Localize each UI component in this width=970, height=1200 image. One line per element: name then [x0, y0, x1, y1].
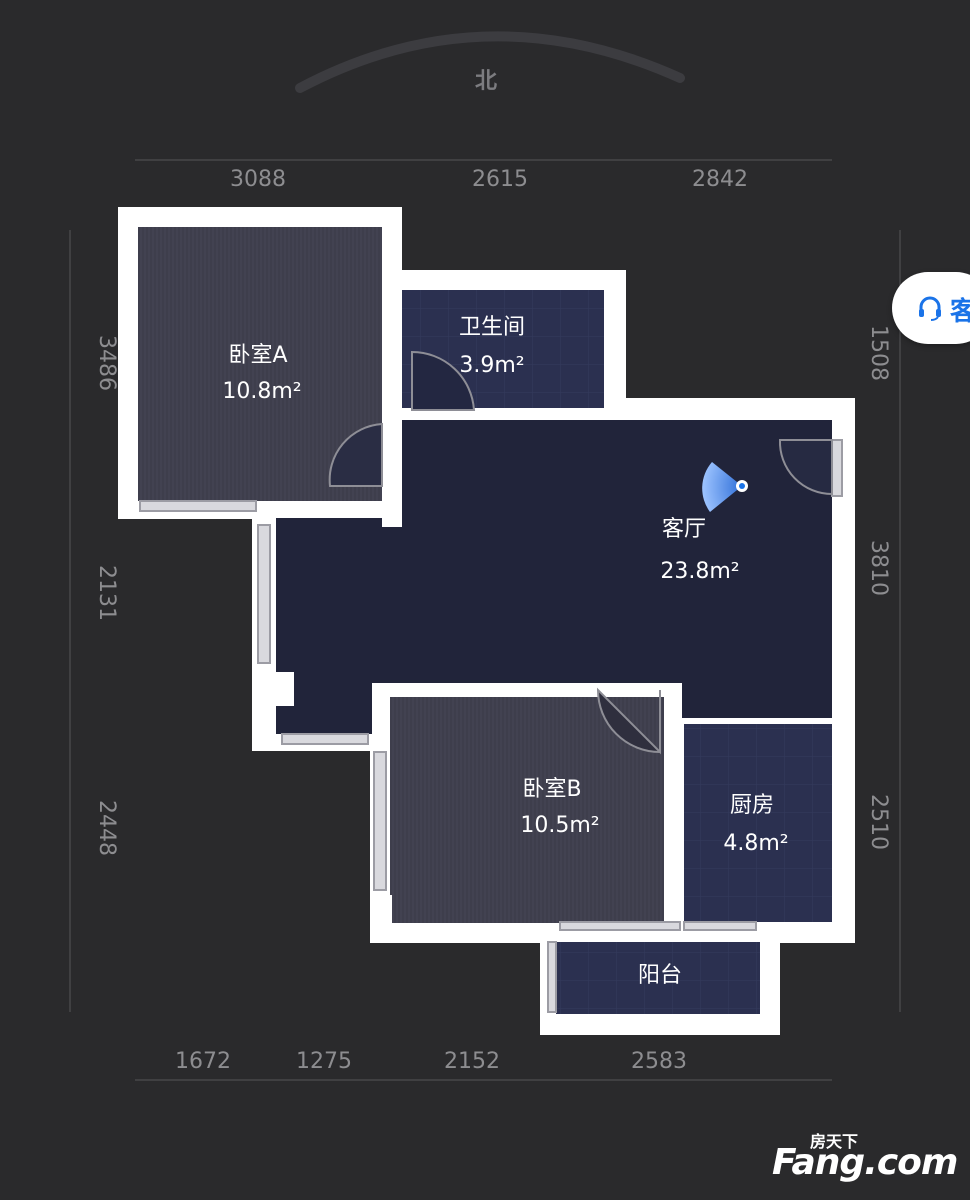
kitchen-area: 4.8m² [723, 831, 788, 856]
dim-top-2: 2615 [472, 167, 528, 192]
bedroom-b-area: 10.5m² [520, 813, 599, 838]
compass-north-label: 北 [475, 69, 497, 94]
compass-arc [295, 31, 685, 93]
doors [328, 350, 833, 755]
dim-right-3: 2510 [866, 794, 891, 850]
living-room-floor [276, 420, 832, 734]
balcony-name: 阳台 [638, 963, 682, 988]
windows [139, 439, 843, 1013]
bedroom-b-name: 卧室B [522, 777, 581, 802]
bathroom-area: 3.9m² [459, 353, 524, 378]
dim-left-1: 3486 [94, 335, 119, 391]
dim-bottom-4: 2583 [631, 1049, 687, 1074]
bedroom-a-area: 10.8m² [222, 379, 301, 404]
customer-service-button[interactable]: 客 [892, 272, 970, 344]
living-room-area: 23.8m² [660, 559, 739, 584]
living-room-name: 客厅 [662, 517, 706, 542]
dim-top-3: 2842 [692, 167, 748, 192]
customer-service-label: 客 [950, 297, 970, 327]
headset-icon [919, 296, 941, 321]
wall-pillars [258, 485, 832, 930]
dimension-lines [69, 159, 901, 1081]
dim-top-1: 3088 [230, 167, 286, 192]
kitchen-name: 厨房 [730, 793, 774, 818]
watermark-en: Fang.com [772, 1142, 958, 1183]
dim-left-3: 2448 [94, 800, 119, 856]
dim-bottom-2: 1275 [296, 1049, 352, 1074]
dim-bottom-1: 1672 [175, 1049, 231, 1074]
dim-left-2: 2131 [94, 565, 119, 621]
dim-right-2: 3810 [866, 540, 891, 596]
bedroom-a-name: 卧室A [228, 343, 287, 368]
dim-bottom-3: 2152 [444, 1049, 500, 1074]
watermark-cn: 房天下 [810, 1132, 859, 1151]
fang-watermark: 房天下 Fang.com [772, 1128, 962, 1184]
kitchen-floor [684, 724, 832, 922]
camera-view-marker [702, 462, 748, 512]
bathroom-name: 卫生间 [459, 315, 525, 340]
balcony-floor [556, 942, 760, 1014]
dim-right-1: 1508 [866, 325, 891, 381]
